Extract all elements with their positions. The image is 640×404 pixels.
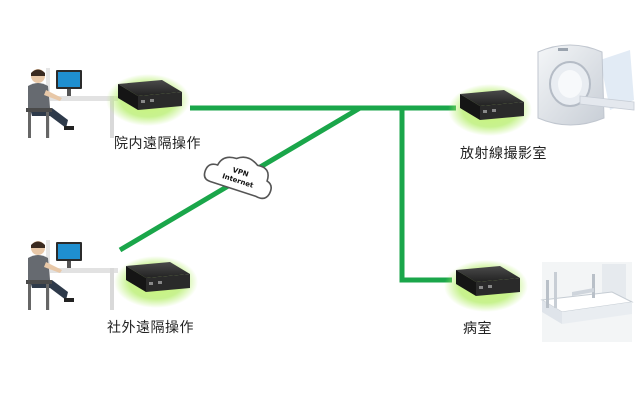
network-box-icon — [106, 74, 190, 126]
network-box-icon — [114, 256, 198, 308]
network-box-icon — [448, 84, 532, 136]
line-branch-to-ward — [399, 108, 452, 283]
node-label-ward: 病室 — [463, 321, 492, 337]
person-at-desk-icon — [26, 68, 118, 138]
network-box-icon — [444, 260, 528, 312]
cloud-icon: VPN Internet — [203, 156, 272, 200]
node-label-external-remote: 社外遠隔操作 — [107, 320, 194, 336]
person-at-desk-icon — [26, 240, 118, 310]
node-label-internal-remote: 院内遠隔操作 — [114, 136, 201, 152]
node-label-radiology-room: 放射線撮影室 — [460, 146, 547, 162]
hospital-bed-icon — [540, 262, 634, 342]
ct-scanner-icon — [537, 44, 635, 126]
